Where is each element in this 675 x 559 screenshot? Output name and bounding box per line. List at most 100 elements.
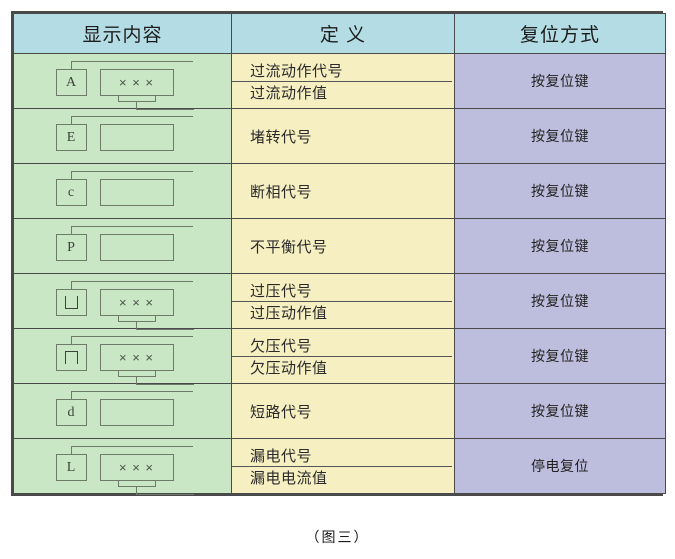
icon-value-box: × × ×	[99, 69, 174, 96]
definition-text: 过压动作值	[250, 304, 328, 322]
definition-split: 欠压代号欠压动作值	[232, 335, 454, 378]
reset-method-cell: 停电复位	[454, 438, 666, 494]
connector-top-line-icon	[70, 61, 193, 70]
icon-value-box	[99, 179, 174, 206]
icon-value-box	[99, 234, 174, 261]
definition-text: 过流动作值	[250, 84, 328, 102]
connector-bottom-line-icon	[135, 376, 194, 385]
icon-letter-box: c	[55, 179, 87, 206]
icon-value-digits: × × ×	[119, 460, 154, 475]
icon-letter-box: A	[55, 69, 87, 96]
reset-method-cell: 按复位键	[454, 53, 666, 109]
icon-value-digits: × × ×	[119, 295, 154, 310]
table-row: L× × ×漏电代号漏电电流值停电复位	[13, 438, 666, 495]
connector-top-line-icon	[70, 281, 193, 290]
definition-text: 断相代号	[250, 183, 313, 201]
icon-letter-box: L	[55, 454, 87, 481]
definition-text: 堵转代号	[250, 128, 313, 146]
display-content-cell: × × ×	[13, 328, 232, 385]
icon-letter: L	[66, 459, 76, 475]
column-header-reset: 复位方式	[454, 13, 666, 54]
display-content-cell: d	[13, 383, 232, 439]
definition-cell: 短路代号	[231, 383, 455, 439]
column-header-definition: 定 义	[231, 13, 455, 54]
definition-cell: 漏电代号漏电电流值	[231, 438, 455, 494]
display-icon: c	[34, 168, 212, 214]
display-content-cell: E	[13, 108, 232, 164]
definition-split: 漏电代号漏电电流值	[232, 445, 454, 488]
connector-top-line-icon	[70, 336, 193, 345]
definition-text: 漏电代号	[232, 445, 452, 467]
definition-cell: 不平衡代号	[231, 218, 455, 274]
table-row: A× × ×过流动作代号过流动作值按复位键	[13, 53, 666, 110]
reset-method-cell: 按复位键	[454, 163, 666, 219]
table-row: × × × 过压代号过压动作值按复位键	[13, 273, 666, 330]
connector-top-line-icon	[70, 391, 193, 400]
icon-value-digits: × × ×	[119, 350, 154, 365]
display-icon: L × × ×	[34, 443, 212, 495]
table-row: × × ×欠压代号欠压动作值按复位键	[13, 328, 666, 385]
connector-bottom-bracket-icon	[117, 371, 156, 377]
icon-letter: d	[67, 404, 75, 420]
u-shape-icon	[64, 296, 78, 309]
connector-top-line-icon	[70, 171, 193, 180]
figure-caption: （图三）	[305, 529, 370, 545]
connector-bottom-line-icon	[135, 321, 194, 330]
connector-top-line-icon	[70, 116, 193, 125]
definition-cell: 过压代号过压动作值	[231, 273, 455, 329]
reset-method-cell: 按复位键	[454, 273, 666, 329]
column-header-display: 显示内容	[13, 13, 232, 54]
display-icon: d	[34, 388, 212, 434]
reset-method-cell: 按复位键	[454, 218, 666, 274]
icon-letter: E	[66, 129, 76, 145]
display-icon: P	[34, 223, 212, 269]
connector-bottom-bracket-icon	[117, 481, 156, 487]
reset-method-cell: 按复位键	[454, 108, 666, 164]
connector-top-line-icon	[70, 226, 193, 235]
display-icon: A × × ×	[34, 58, 212, 110]
display-content-cell: c	[13, 163, 232, 219]
display-icon: × × ×	[34, 333, 212, 385]
definition-text: 不平衡代号	[250, 238, 328, 256]
icon-letter-box	[55, 344, 87, 371]
definition-cell: 堵转代号	[231, 108, 455, 164]
connector-bottom-bracket-icon	[117, 316, 156, 322]
display-content-cell: L × × ×	[13, 438, 232, 495]
definition-cell: 断相代号	[231, 163, 455, 219]
definition-split: 过流动作代号过流动作值	[232, 60, 454, 103]
icon-letter-box: E	[55, 124, 87, 151]
icon-letter-box: P	[55, 234, 87, 261]
connector-bottom-line-icon	[135, 486, 194, 495]
icon-letter: c	[67, 184, 75, 200]
definition-text: 短路代号	[250, 403, 313, 421]
display-content-cell: × × ×	[13, 273, 232, 330]
icon-value-box	[99, 124, 174, 151]
connector-top-line-icon	[70, 446, 193, 455]
definition-text: 过流动作代号	[232, 60, 452, 82]
definition-text: 欠压动作值	[250, 359, 328, 377]
icon-value-box	[99, 399, 174, 426]
icon-letter-box: d	[55, 399, 87, 426]
table-row: E 堵转代号 按复位键	[13, 108, 666, 164]
table-header-row: 显示内容 定 义 复位方式	[13, 13, 666, 54]
definition-text: 漏电电流值	[250, 469, 328, 487]
display-content-cell: P	[13, 218, 232, 274]
icon-letter: P	[67, 239, 75, 255]
icon-letter: A	[65, 74, 77, 90]
table-row: c 断相代号 按复位键	[13, 163, 666, 219]
definition-text: 欠压代号	[232, 335, 452, 357]
display-icon: × × ×	[34, 278, 212, 330]
icon-value-box: × × ×	[99, 289, 174, 316]
definition-cell: 过流动作代号过流动作值	[231, 53, 455, 109]
connector-bottom-line-icon	[135, 101, 194, 110]
definition-split: 过压代号过压动作值	[232, 280, 454, 323]
connector-bottom-bracket-icon	[117, 96, 156, 102]
inverted-u-shape-icon	[64, 351, 78, 364]
display-icon: E	[34, 113, 212, 159]
display-content-cell: A × × ×	[13, 53, 232, 110]
definition-cell: 欠压代号欠压动作值	[231, 328, 455, 384]
